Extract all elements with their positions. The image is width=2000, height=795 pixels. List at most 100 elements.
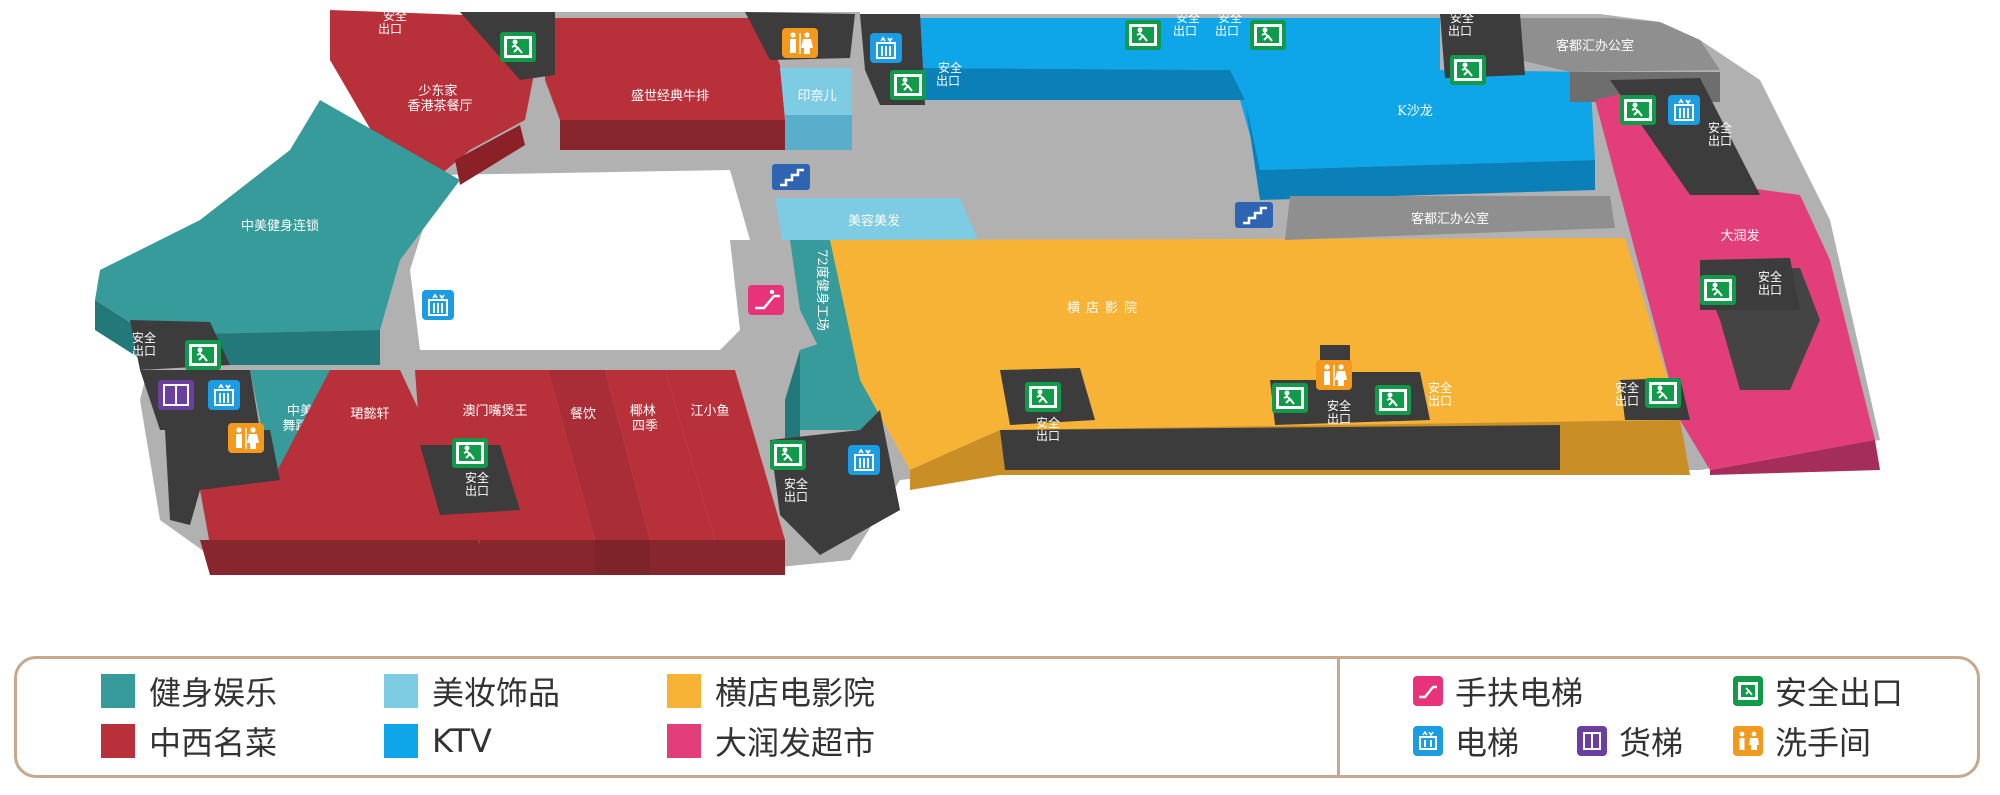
elevator-icon[interactable] — [847, 444, 881, 476]
legend-item-fitness: 健身娱乐 — [101, 671, 278, 712]
stairs-icon[interactable] — [1233, 200, 1275, 230]
exit-icon[interactable] — [1619, 94, 1657, 126]
exit-text: 安全出口 — [1215, 10, 1242, 38]
store-meirong[interactable]: 美容美发 — [775, 198, 978, 240]
exit-text-line: 安全 — [1428, 380, 1452, 395]
exit-text: 安全出口 — [784, 476, 808, 504]
exit-text-line: 安全 — [1218, 10, 1242, 25]
exit-text-line: 出口 — [784, 490, 808, 504]
exit-text-line: 出口 — [1758, 283, 1782, 297]
elevator-icon[interactable] — [207, 379, 241, 411]
restroom-icon[interactable] — [781, 27, 819, 59]
exit-icon[interactable] — [451, 437, 489, 469]
exit-icon[interactable] — [1271, 382, 1309, 414]
exit-text: 安全出口 — [1173, 10, 1200, 38]
exit-text-line: 出口 — [1036, 429, 1060, 443]
exit-text-line: 安全 — [784, 476, 808, 491]
exit-text-line: 安全 — [465, 470, 489, 485]
exit-labels: 安全出口安全出口安全出口安全出口安全出口安全出口安全出口安全出口安全出口安全出口… — [132, 8, 1782, 504]
store-label-line: 少东家 — [418, 83, 457, 99]
store-label: 澳门嘴煲王 — [462, 403, 527, 419]
store-ksalon[interactable]: K沙龙 — [920, 18, 1595, 200]
exit-icon[interactable] — [889, 69, 927, 101]
restroom-icon — [1733, 726, 1763, 756]
exit-text: 安全出口 — [1036, 415, 1060, 443]
exit-text-line: 出口 — [1327, 412, 1351, 426]
exit-text-line: 安全 — [1450, 10, 1474, 25]
store-yelin[interactable]: 椰林 四季 — [605, 370, 715, 575]
exit-text-line: 安全 — [1176, 10, 1200, 25]
elevator-icon[interactable] — [869, 32, 903, 64]
exit-text-line: 安全 — [1327, 398, 1351, 413]
exit-text-line: 出口 — [378, 22, 402, 36]
store-jiangxiaoyu[interactable]: 江小鱼 — [665, 370, 785, 575]
legend: 健身娱乐 美妆饰品 横店电影院 中西名菜 KTV 大润发超市 手扶电梯 安全出口… — [14, 656, 1980, 778]
exit-text-line: 出口 — [936, 74, 960, 88]
elevator-icon[interactable] — [421, 289, 455, 321]
legend-item-escalator: 手扶电梯 — [1413, 671, 1583, 712]
legend-label: 洗手间 — [1775, 724, 1872, 762]
legend-item-beauty: 美妆饰品 — [384, 671, 560, 712]
store-shengshi[interactable]: 盛世经典牛排 — [545, 18, 785, 150]
store-canyin[interactable]: 餐饮 — [548, 370, 650, 575]
legend-label: 货梯 — [1619, 724, 1684, 762]
exit-icon[interactable] — [1699, 274, 1737, 306]
exit-icon[interactable] — [184, 339, 222, 371]
exit-icon[interactable] — [769, 439, 807, 471]
freight-elevator-icon[interactable] — [158, 380, 194, 410]
exit-text: 安全出口 — [1758, 269, 1782, 297]
exit-text: 安全出口 — [936, 60, 962, 88]
legend-swatch — [101, 674, 135, 708]
store-label: 餐饮 — [570, 406, 596, 422]
store-label: 大润发 — [1720, 228, 1759, 244]
exit-text-line: 出口 — [132, 344, 156, 358]
legend-label: KTV — [432, 722, 492, 760]
exit-icon[interactable] — [1249, 19, 1287, 51]
legend-swatch — [667, 724, 701, 758]
exit-text-line: 出口 — [1173, 24, 1197, 38]
store-label: 盛世经典牛排 — [631, 89, 709, 104]
restroom-icon[interactable] — [227, 422, 265, 454]
stairs-icon[interactable] — [770, 162, 812, 192]
legend-label: 大润发超市 — [715, 724, 876, 762]
legend-label: 健身娱乐 — [149, 674, 278, 712]
legend-label: 中西名菜 — [149, 724, 278, 762]
exit-text: 安全出口 — [1615, 380, 1639, 408]
legend-swatch — [384, 674, 418, 708]
store-label: 美容美发 — [848, 213, 900, 229]
store-label-line: 四季 — [632, 419, 658, 434]
exit-text: 安全出口 — [1448, 10, 1474, 38]
legend-swatch — [667, 674, 701, 708]
exit-icon[interactable] — [1644, 377, 1682, 409]
exit-text-line: 安全 — [1708, 120, 1732, 135]
legend-label: 电梯 — [1455, 724, 1520, 762]
escalator-icon[interactable] — [748, 285, 784, 315]
exit-text-line: 安全 — [1758, 269, 1782, 284]
legend-item-ktv: KTV — [384, 721, 492, 761]
exit-icon[interactable] — [499, 31, 537, 63]
store-label: K沙龙 — [1397, 104, 1433, 119]
exit-text: 安全出口 — [1327, 398, 1351, 426]
legend-label: 横店电影院 — [715, 674, 876, 712]
exit-icon[interactable] — [1024, 381, 1062, 413]
store-junlan[interactable]: 珺懿轩 — [200, 370, 480, 575]
restroom-icon[interactable] — [1315, 359, 1353, 391]
exit-text: 安全出口 — [1708, 120, 1732, 148]
store-kedu-mid[interactable]: 客都汇办公室 — [1285, 196, 1615, 240]
exit-icon[interactable] — [1449, 54, 1487, 86]
exit-text-line: 安全 — [1615, 380, 1639, 395]
store-yinnaier[interactable]: 印奈儿 — [780, 68, 852, 150]
store-label: 中美健身连锁 — [241, 218, 319, 234]
exit-icon — [1733, 676, 1763, 706]
exit-text-line: 出口 — [1428, 394, 1452, 408]
exit-text-line: 出口 — [1615, 394, 1639, 408]
exit-icon[interactable] — [1374, 384, 1412, 416]
exit-text-line: 安全 — [1036, 415, 1060, 430]
elevator-icon[interactable] — [1667, 94, 1701, 126]
exit-text-line: 安全 — [132, 330, 156, 345]
store-label: 72度健身工场 — [814, 249, 830, 331]
exit-icon[interactable] — [1124, 19, 1162, 51]
floor-map: 少东家 香港茶餐厅 盛世经典牛排 印奈儿 中美健身连锁 美容美发 72度健身工场… — [95, 8, 1880, 575]
exit-text-line: 出口 — [1448, 24, 1472, 38]
exit-text-line: 出口 — [1708, 134, 1732, 148]
